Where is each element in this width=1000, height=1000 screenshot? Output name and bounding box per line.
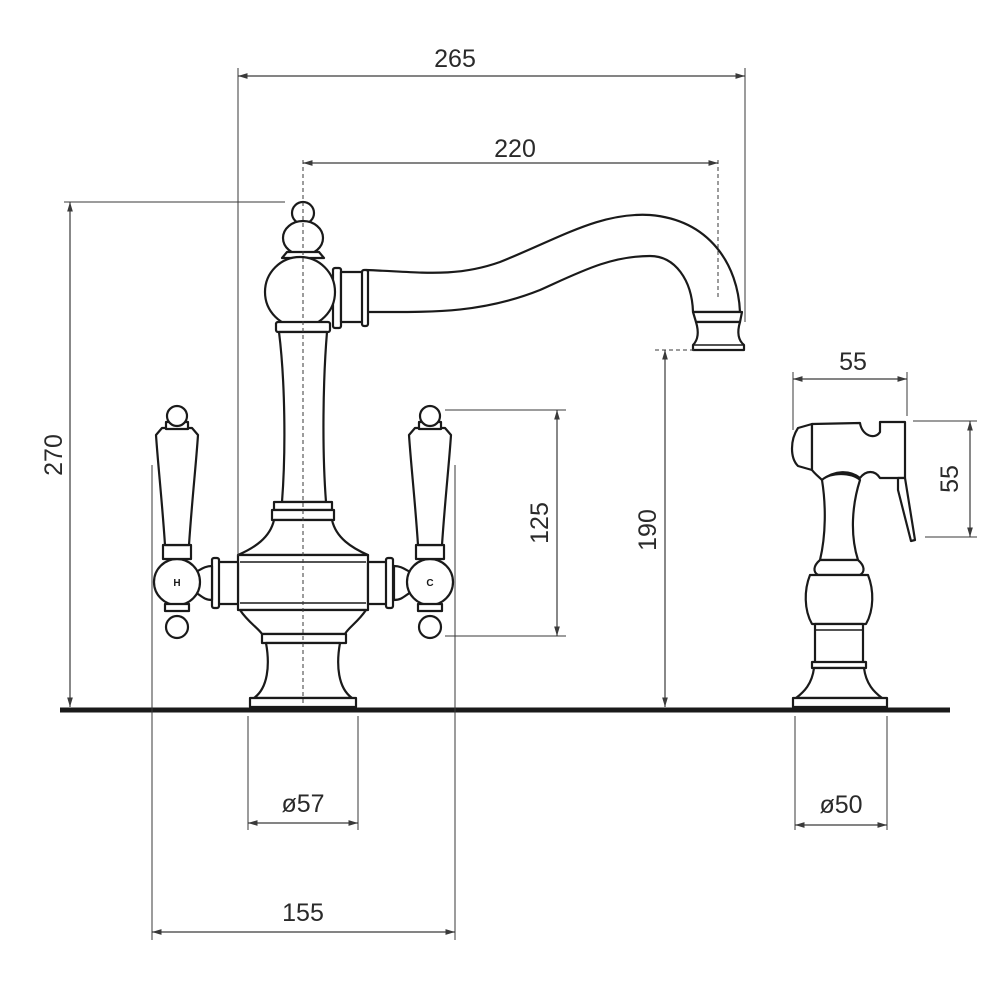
svg-text:55: 55 (936, 465, 964, 493)
dimension-base-diameter-57: ø57 (247, 716, 359, 830)
dimension-spray-base-diameter-50: ø50 (794, 716, 888, 830)
cold-label: C (426, 578, 433, 589)
dimension-270: 270 (40, 201, 285, 707)
spray-handle-bulge (804, 573, 874, 626)
svg-text:155: 155 (282, 899, 324, 927)
hot-handle: H (152, 404, 214, 640)
svg-text:270: 270 (40, 434, 68, 476)
spray-nozzle (790, 422, 814, 472)
main-faucet: H C (152, 200, 746, 709)
dimension-220: 220 (303, 135, 719, 300)
spout (364, 213, 742, 314)
hot-label: H (173, 578, 180, 589)
dimension-155: 155 (151, 465, 456, 940)
cold-handle: C (392, 404, 455, 640)
dimension-125: 125 (445, 409, 566, 637)
svg-text:190: 190 (634, 509, 662, 551)
spout-hub-ball (263, 255, 337, 329)
svg-text:220: 220 (494, 135, 536, 163)
spray-trigger (896, 476, 917, 543)
spray-base (794, 666, 884, 700)
dimension-190: 190 (634, 349, 695, 707)
svg-text:55: 55 (839, 348, 867, 376)
svg-text:125: 125 (526, 502, 554, 544)
dimension-spray-width-55: 55 (792, 348, 908, 430)
svg-text:ø50: ø50 (819, 791, 862, 819)
svg-text:265: 265 (434, 45, 476, 73)
dimension-265: 265 (237, 45, 746, 556)
spout-outlet (691, 320, 746, 352)
hot-lever (154, 426, 200, 547)
spray-head (810, 420, 907, 482)
side-spray (790, 420, 917, 709)
cold-lever (407, 426, 453, 547)
dimension-spray-height-55: 55 (913, 420, 977, 538)
svg-text:ø57: ø57 (281, 790, 324, 818)
